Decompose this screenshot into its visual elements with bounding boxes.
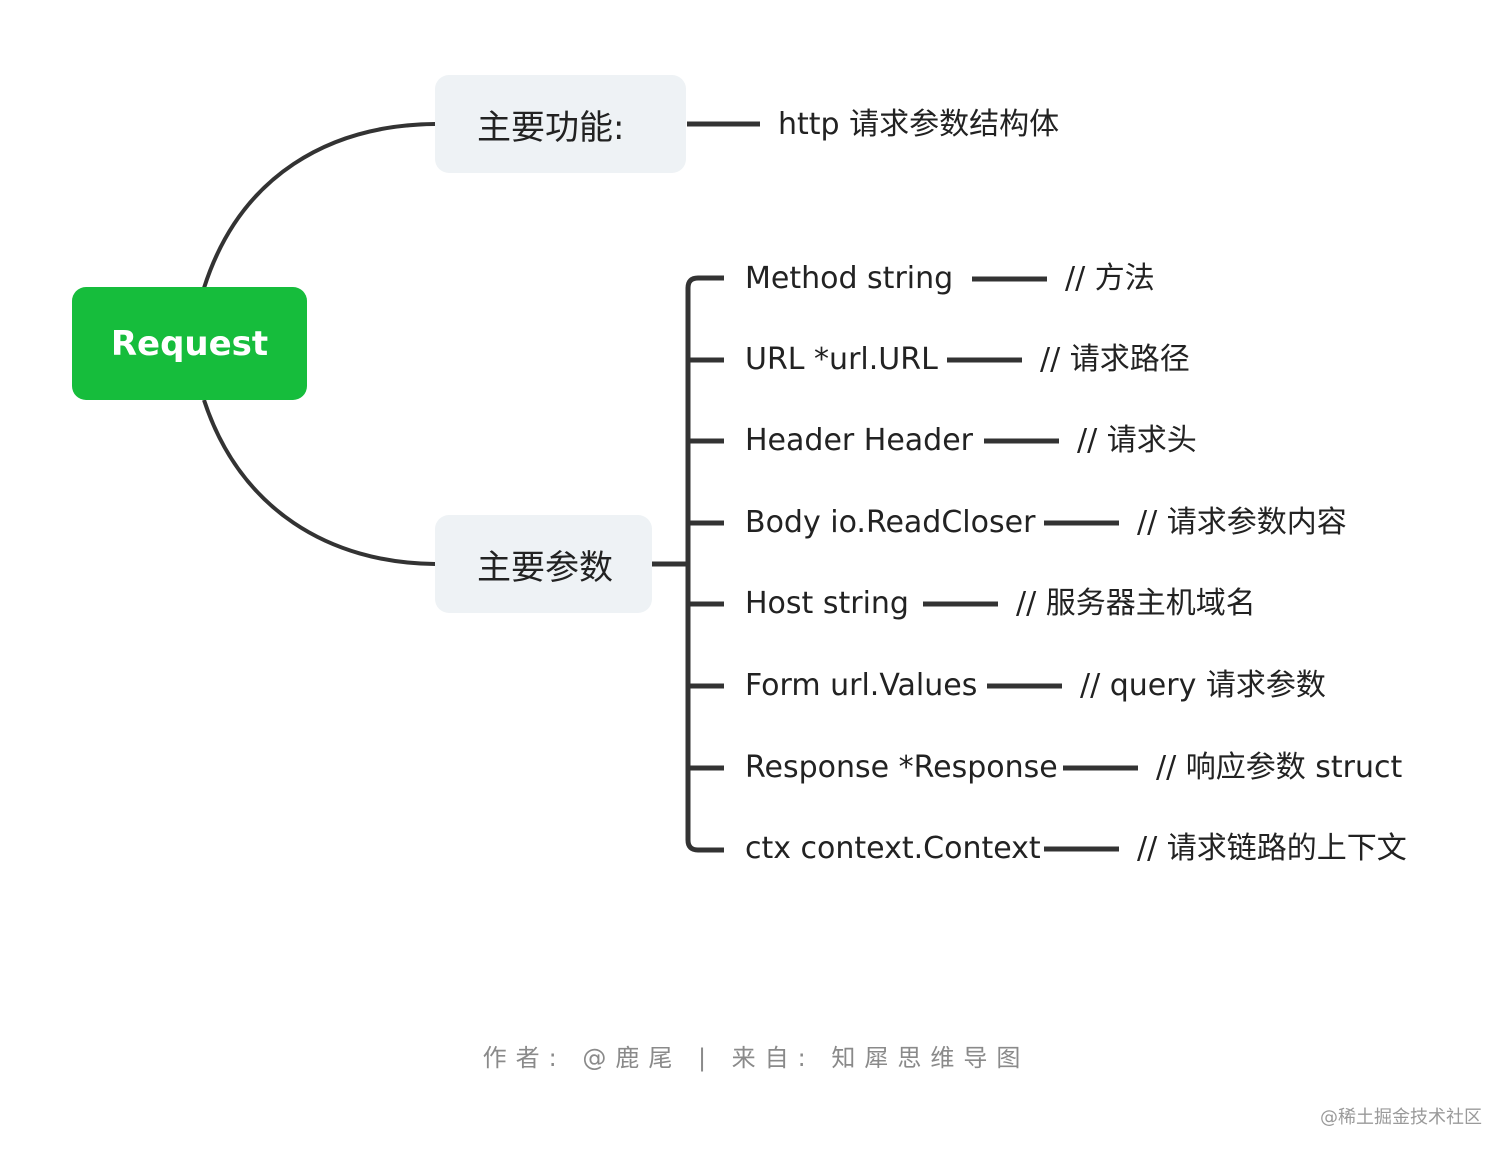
watermark: @稀土掘金技术社区 [1320, 1107, 1482, 1128]
leaf-field-response[interactable]: Response *Response [745, 750, 1058, 785]
leaf-comment-host[interactable]: // 服务器主机域名 [1016, 586, 1256, 621]
leaf-field-form[interactable]: Form url.Values [745, 668, 978, 703]
root-node-request[interactable]: Request [72, 287, 307, 400]
leaf-field-url[interactable]: URL *url.URL [745, 342, 938, 377]
connector-root-to-main-params [202, 399, 436, 566]
topic-main-function-label: 主要功能: [477, 107, 625, 148]
connector-root-to-main-function [202, 122, 436, 289]
leaf-main-function-description[interactable]: http 请求参数结构体 [778, 107, 1060, 142]
leaf-field-body[interactable]: Body io.ReadCloser [745, 505, 1036, 540]
leaf-comment-ctx[interactable]: // 请求链路的上下文 [1137, 831, 1407, 866]
leaf-field-header[interactable]: Header Header [745, 423, 974, 458]
leaf-comment-url[interactable]: // 请求路径 [1040, 342, 1190, 377]
root-node-label: Request [110, 323, 269, 364]
leaf-field-host[interactable]: Host string [745, 586, 909, 621]
bracket-ticks [688, 357, 724, 771]
topic-main-params-label: 主要参数 [477, 547, 613, 588]
leaf-comment-response[interactable]: // 响应参数 struct [1156, 750, 1403, 785]
leaf-comment-header[interactable]: // 请求头 [1077, 423, 1197, 458]
topic-main-params[interactable]: 主要参数 [435, 515, 652, 613]
topic-main-function[interactable]: 主要功能: [435, 75, 686, 173]
leaf-comment-body[interactable]: // 请求参数内容 [1137, 505, 1347, 540]
leaf-field-ctx[interactable]: ctx context.Context [745, 831, 1041, 866]
leaf-comment-method[interactable]: // 方法 [1065, 261, 1155, 296]
comment-connectors [923, 276, 1138, 852]
leaf-field-method[interactable]: Method string [745, 261, 954, 296]
footer-credit: 作者: @鹿尾 | 来自: 知犀思维导图 [482, 1044, 1030, 1072]
leaf-comment-form[interactable]: // query 请求参数 [1080, 668, 1326, 703]
connector-main-params-bracket [685, 275, 724, 853]
